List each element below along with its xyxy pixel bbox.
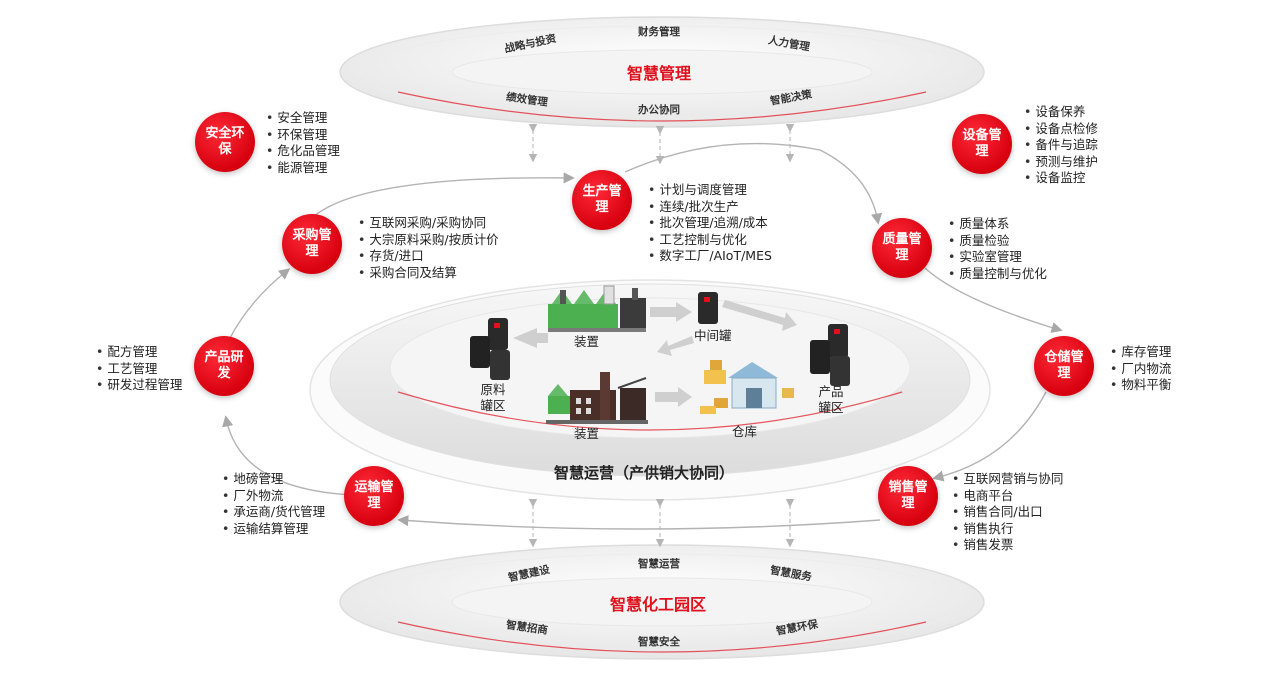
node-storage-label: 仓储管理 — [1044, 350, 1084, 381]
bottom-ring-item: 智慧运营 — [638, 558, 680, 570]
list-item: 销售执行 — [952, 521, 1063, 538]
transport-list: 地磅管理 厂外物流 承运商/货代管理 运输结算管理 — [222, 471, 325, 537]
list-item: 质量体系 — [948, 216, 1047, 233]
list-item: 库存管理 — [1110, 344, 1171, 361]
sales-list: 互联网营销与协同 电商平台 销售合同/出口 销售执行 销售发票 — [952, 471, 1063, 554]
product-tank-label-line2: 罐区 — [818, 400, 844, 415]
node-safety-label: 安全环保 — [205, 126, 245, 157]
process-arrows — [513, 300, 797, 407]
safety-list: 安全管理 环保管理 危化品管理 能源管理 — [266, 110, 340, 176]
node-sales-label: 销售管理 — [888, 480, 928, 511]
list-item: 厂外物流 — [222, 488, 325, 505]
mid-tank-label: 中间罐 — [694, 328, 732, 343]
bottom-ring-item: 智慧安全 — [638, 636, 680, 648]
node-equipment-label: 设备管理 — [962, 128, 1002, 159]
list-item: 厂内物流 — [1110, 361, 1171, 378]
device-bottom-icon — [546, 372, 648, 424]
node-sales[interactable]: 销售管理 — [878, 466, 938, 526]
list-item: 互联网采购/采购协同 — [358, 215, 499, 232]
list-item: 销售发票 — [952, 537, 1063, 554]
list-item: 连续/批次生产 — [648, 199, 772, 216]
top-ring-title: 智慧管理 — [627, 64, 692, 83]
list-item: 设备点检修 — [1024, 121, 1098, 138]
list-item: 工艺管理 — [96, 361, 182, 378]
raw-tanks-icon — [470, 318, 510, 380]
rnd-list: 配方管理 工艺管理 研发过程管理 — [96, 344, 182, 394]
list-item: 质量控制与优化 — [948, 266, 1047, 283]
list-item: 设备监控 — [1024, 170, 1098, 187]
node-procurement-label: 采购管理 — [292, 228, 332, 259]
list-item: 批次管理/追溯/成本 — [648, 215, 772, 232]
list-item: 承运商/货代管理 — [222, 504, 325, 521]
list-item: 运输结算管理 — [222, 521, 325, 538]
list-item: 备件与追踪 — [1024, 137, 1098, 154]
list-item: 数字工厂/AIoT/MES — [648, 248, 772, 265]
mid-tank-icon — [698, 292, 718, 324]
top-ring-item: 办公协同 — [638, 104, 680, 116]
node-quality-label: 质量管理 — [882, 232, 922, 263]
product-tank-label-line1: 产品 — [818, 384, 844, 399]
quality-list: 质量体系 质量检验 实验室管理 质量控制与优化 — [948, 216, 1047, 282]
list-item: 物料平衡 — [1110, 377, 1171, 394]
product-tanks-icon — [810, 324, 850, 386]
raw-tank-label-line1: 原料 — [480, 382, 506, 397]
warehouse-icon — [700, 360, 794, 414]
node-production-label: 生产管理 — [582, 184, 622, 215]
node-rnd-label: 产品研发 — [204, 350, 244, 381]
list-item: 大宗原料采购/按质计价 — [358, 232, 498, 249]
list-item: 采购合同及结算 — [358, 265, 499, 282]
list-item: 质量检验 — [948, 233, 1047, 250]
production-list: 计划与调度管理 连续/批次生产 批次管理/追溯/成本 工艺控制与优化 数字工厂/… — [648, 182, 772, 265]
storage-list: 库存管理 厂内物流 物料平衡 — [1110, 344, 1171, 394]
center-title: 智慧运营（产供销大协同） — [554, 464, 735, 482]
node-quality[interactable]: 质量管理 — [872, 218, 932, 278]
warehouse-label: 仓库 — [732, 424, 758, 439]
top-ring-item: 财务管理 — [638, 26, 680, 38]
list-item: 地磅管理 — [222, 471, 325, 488]
top-ring-shape — [339, 16, 985, 128]
list-item: 电商平台 — [952, 488, 1063, 505]
node-production[interactable]: 生产管理 — [572, 170, 632, 230]
list-item: 工艺控制与优化 — [648, 232, 772, 249]
list-item: 安全管理 — [266, 110, 340, 127]
list-item: 配方管理 — [96, 344, 182, 361]
node-procurement[interactable]: 采购管理 — [282, 214, 342, 274]
list-item: 实验室管理 — [948, 249, 1047, 266]
node-transport[interactable]: 运输管理 — [344, 466, 404, 526]
list-item: 预测与维护 — [1024, 154, 1098, 171]
list-item: 销售合同/出口 — [952, 504, 1063, 521]
device-top-icon — [548, 285, 646, 332]
node-storage[interactable]: 仓储管理 — [1034, 336, 1094, 396]
device-top-label: 装置 — [574, 334, 600, 349]
list-item: 设备保养 — [1024, 104, 1098, 121]
list-item: 存货/进口 — [358, 248, 499, 265]
bottom-ring-shape — [339, 544, 985, 660]
node-rnd[interactable]: 产品研发 — [194, 336, 254, 396]
list-item: 能源管理 — [266, 160, 340, 177]
raw-tank-label-line2: 罐区 — [480, 398, 506, 413]
product-tank-label: 产品 罐区 — [816, 384, 846, 416]
list-item: 环保管理 — [266, 127, 340, 144]
node-equipment[interactable]: 设备管理 — [952, 114, 1012, 174]
node-transport-label: 运输管理 — [354, 480, 394, 511]
procurement-list: 互联网采购/采购协同 大宗原料采购/按质计价 存货/进口 采购合同及结算 — [358, 215, 499, 282]
list-item: 危化品管理 — [266, 143, 340, 160]
list-item: 研发过程管理 — [96, 377, 182, 394]
list-item: 互联网营销与协同 — [952, 471, 1063, 488]
device-bottom-label: 装置 — [574, 426, 600, 441]
node-safety[interactable]: 安全环保 — [195, 112, 255, 172]
list-item: 计划与调度管理 — [648, 182, 772, 199]
raw-tank-label: 原料 罐区 — [478, 382, 508, 414]
equipment-list: 设备保养 设备点检修 备件与追踪 预测与维护 设备监控 — [1024, 104, 1098, 187]
bottom-ring-title: 智慧化工园区 — [610, 595, 707, 614]
